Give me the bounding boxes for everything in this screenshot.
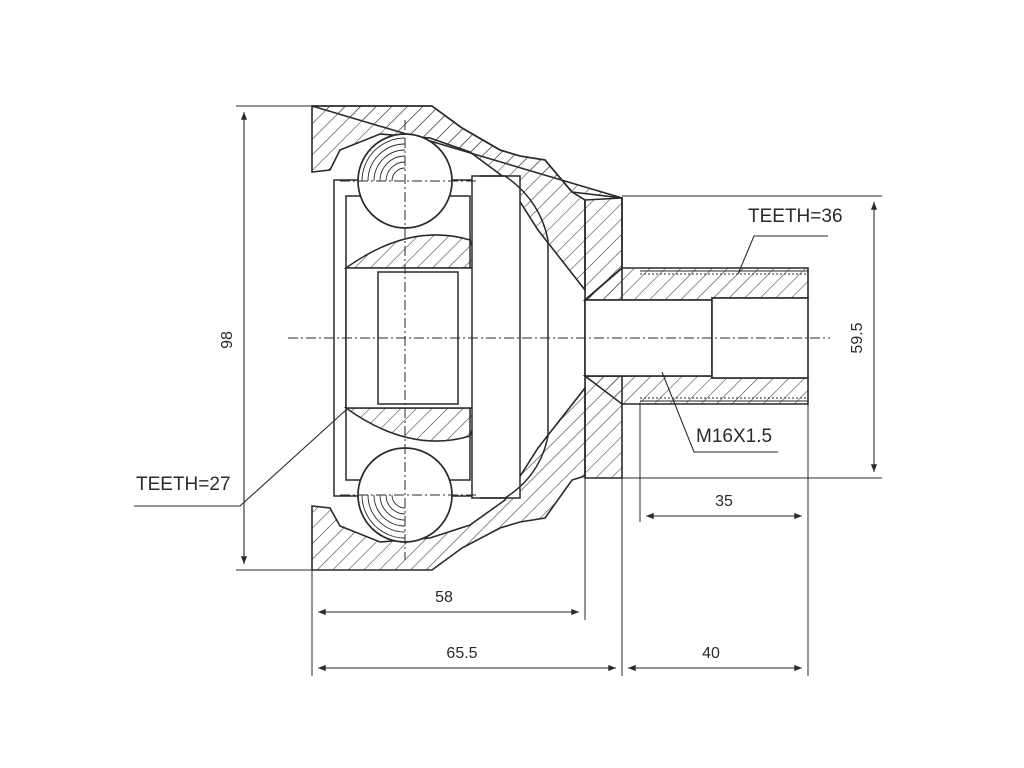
housing-lower-wall (311, 385, 586, 571)
inner-race (333, 175, 549, 499)
dimension-lines (240, 112, 878, 672)
outer-race-insert (471, 175, 521, 499)
spline-teeth-bottom (640, 397, 808, 402)
inner-race-lower (343, 407, 482, 442)
centerlines (288, 120, 830, 560)
inner-race-upper (343, 234, 482, 269)
leader-teeth-outer (737, 235, 828, 275)
outer-race-curve (480, 175, 549, 499)
leader-teeth-inner (134, 409, 347, 507)
dim-overall-diameter: 98 (219, 331, 236, 349)
label-thread: M16X1.5 (696, 426, 772, 447)
dim-total-body-length: 65.5 (446, 645, 477, 662)
housing-upper-wall (311, 105, 586, 293)
leader-thread (661, 371, 778, 453)
dim-body-length: 58 (435, 589, 453, 606)
dim-stem-length: 40 (702, 645, 720, 662)
housing (311, 105, 623, 571)
label-teeth-inner: TEETH=27 (136, 474, 231, 495)
stem-upper-body (582, 267, 809, 301)
splined-stem (582, 267, 809, 405)
extension-lines (236, 105, 882, 676)
label-teeth-outer: TEETH=36 (748, 206, 843, 227)
dim-spline-diameter: 59.5 (849, 322, 866, 353)
stem-lower-body (582, 375, 809, 405)
leader-lines (134, 235, 828, 507)
spline-teeth-top (640, 270, 808, 275)
dim-spline-length: 35 (715, 493, 733, 510)
